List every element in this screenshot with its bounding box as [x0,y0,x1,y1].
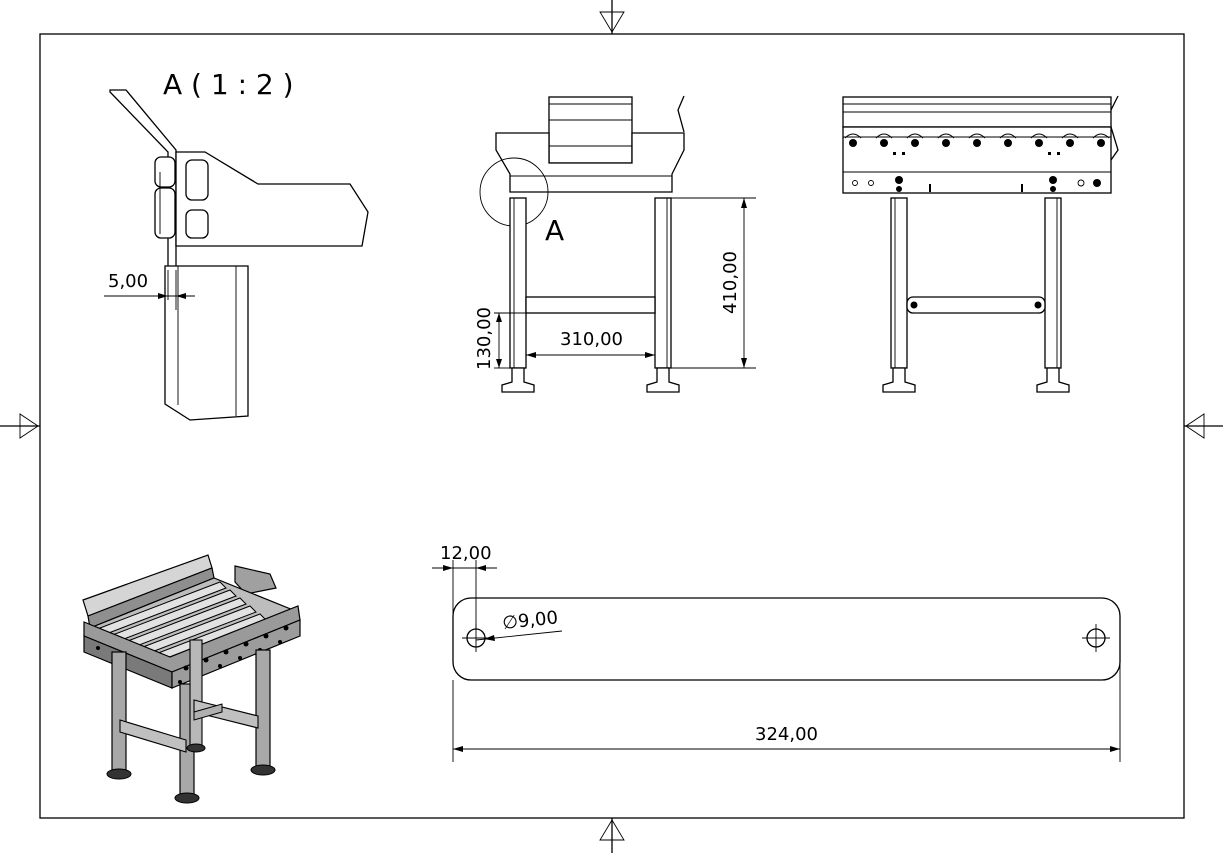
centering-mark-right [1184,413,1223,439]
front-view: A 410,00 130,00 310,00 [474,95,756,393]
centering-mark-bottom [599,818,625,853]
detail-marker-a: A [545,214,564,247]
side-view [842,95,1119,393]
dim-inner-width: 310,00 [560,329,623,350]
roller-row [844,133,1110,147]
detail-dim-thickness: 5,00 [108,271,148,292]
centering-mark-top [599,0,625,34]
dim-hole-offset: 12,00 [440,543,492,564]
dim-hole-diameter: ∅9,00 [501,607,559,634]
dim-height: 410,00 [720,251,741,314]
dim-low-bar: 130,00 [474,307,495,370]
centering-mark-left [0,413,40,439]
detail-view-a: A ( 1 : 2 ) 5,00 [104,68,369,421]
dim-length: 324,00 [755,724,818,745]
bar-view: 12,00 ∅9,00 324,00 [432,543,1121,762]
isometric-view [82,554,301,804]
iso-rollers [99,581,267,667]
detail-view-title: A ( 1 : 2 ) [163,68,294,101]
